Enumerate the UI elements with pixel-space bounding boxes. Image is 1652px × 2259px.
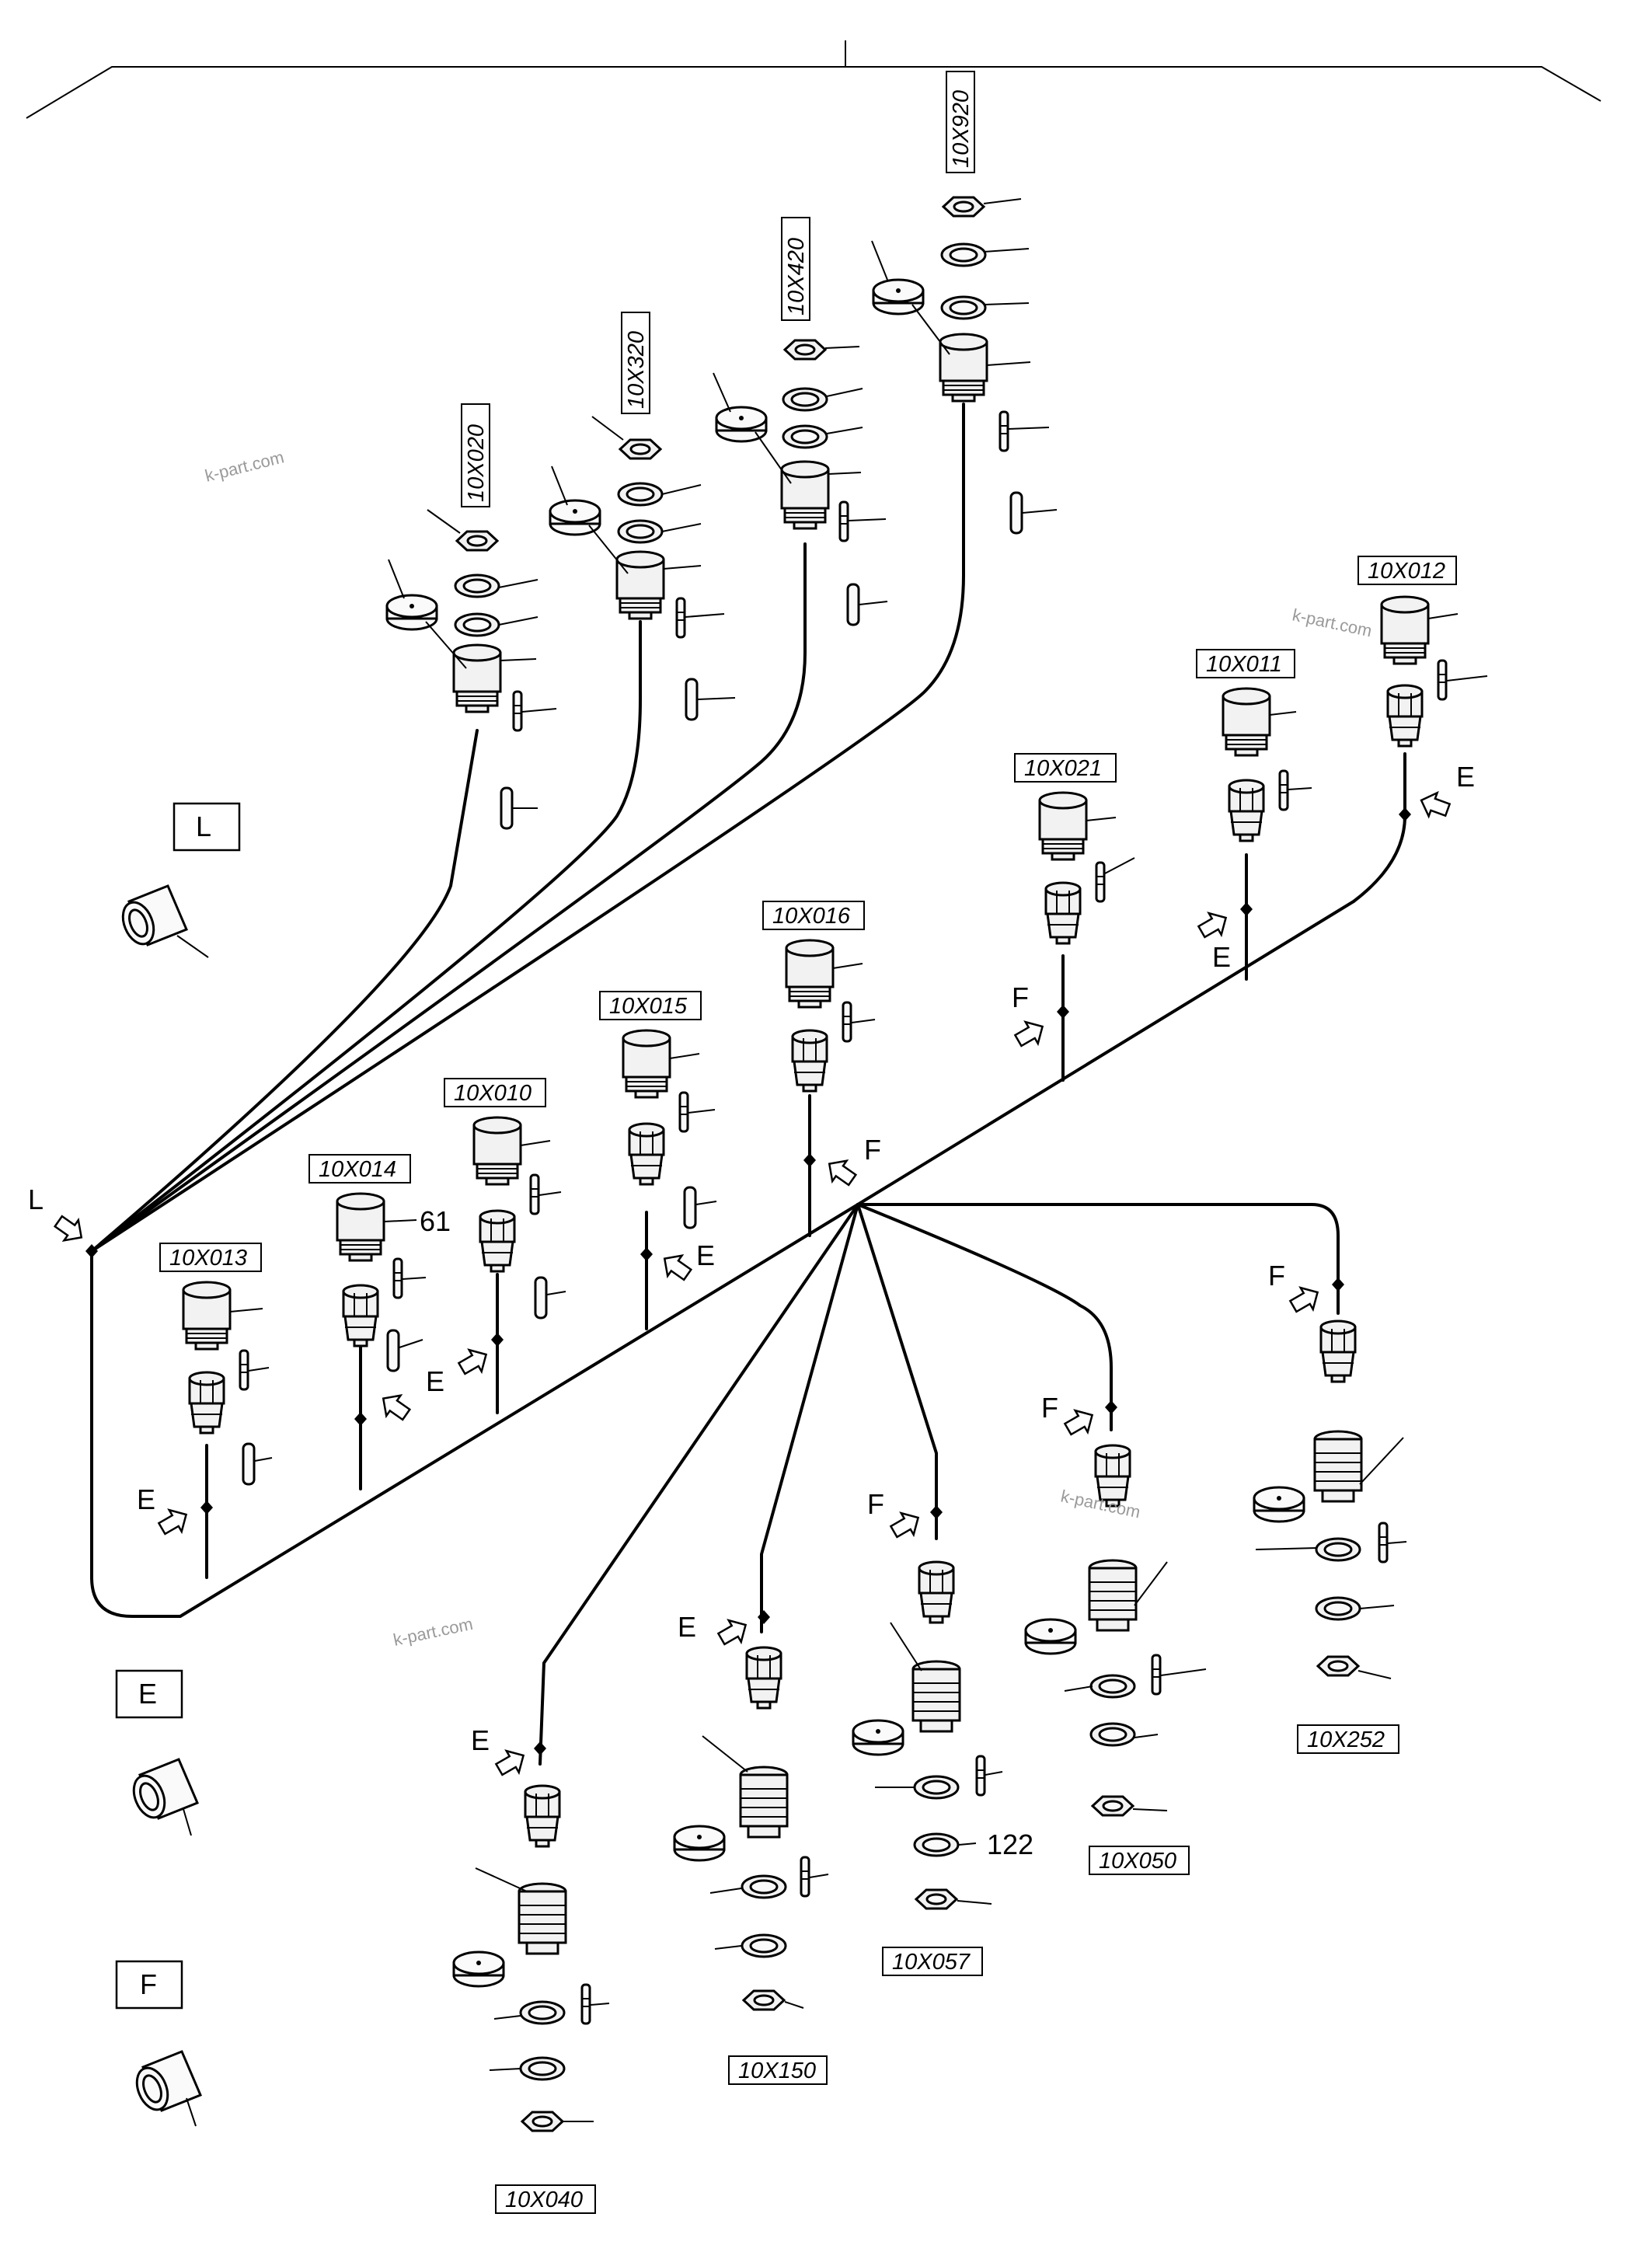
connector-label-10x920: 10X920 [949,90,974,168]
pointer-E6: E [678,1611,696,1643]
connector-10x050[interactable]: 10X050 [1024,1444,1207,1875]
pointer-F5: F [867,1488,884,1520]
detail-L: L [116,802,241,958]
connector-10x252[interactable]: 10X252 [1253,1319,1407,1754]
detail-F: F [115,1960,202,2127]
pointer-E2: E [1212,941,1231,973]
connector-10x011[interactable]: 10X011 [1196,649,1312,842]
pointer-F1: F [1012,981,1029,1013]
connector-label-10x015: 10X015 [609,994,688,1019]
detail-E: E [115,1669,199,1836]
connector-label-10x050: 10X050 [1099,1849,1176,1874]
harness-wires [90,403,1406,1766]
connector-label-10x040: 10X040 [505,2188,583,2212]
connector-label-10x252: 10X252 [1307,1727,1385,1752]
connector-label-10x021: 10X021 [1024,756,1102,781]
connector-label-10x057: 10X057 [892,1950,971,1975]
watermarks: k-part.com k-part.com k-part.com k-part.… [203,447,1374,1649]
callout-61: 61 [420,1205,451,1237]
connector-label-10x014: 10X014 [319,1157,396,1182]
detail-box-E: E [138,1678,157,1710]
connector-10x013[interactable]: 10X013 [159,1243,273,1486]
connector-10x014[interactable]: 10X014 61 [308,1154,451,1372]
connector-label-10x012: 10X012 [1368,559,1445,584]
connector-10x420[interactable]: 10X420 [713,217,888,626]
connector-10x320[interactable]: 10X320 [549,312,736,721]
pointer-F4: F [1041,1392,1058,1424]
connector-label-10x011: 10X011 [1206,652,1282,677]
connector-label-10x320: 10X320 [624,331,649,409]
connector-10x040[interactable]: 10X040 [452,1784,610,2214]
pointer-E5: E [137,1483,155,1515]
pointer-E4: E [426,1365,444,1397]
callout-122: 122 [987,1828,1033,1860]
watermark-2: k-part.com [1291,605,1374,640]
connector-10x015[interactable]: 10X015 [599,991,717,1229]
watermark-1: k-part.com [203,447,286,485]
connector-label-10x020: 10X020 [464,424,489,502]
connector-10x150[interactable]: 10X150 [673,1646,829,2085]
frame-top [26,40,1601,119]
pointer-E1: E [1456,761,1475,793]
connector-10x021[interactable]: 10X021 [1014,753,1135,945]
pointer-E7: E [471,1724,490,1756]
pointer-F2: F [864,1134,881,1166]
connector-10x020[interactable]: 10X020 [385,403,557,830]
connector-label-10x013: 10X013 [169,1246,247,1271]
watermark-4: k-part.com [392,1614,475,1650]
pointer-L: L [28,1184,44,1215]
connector-10x010[interactable]: 10X010 [444,1078,566,1319]
pointer-arrows: L E E F F E E E F F F E E [28,761,1475,1782]
detail-box-L: L [196,811,211,842]
connector-label-10x016: 10X016 [772,904,851,929]
pointer-E3: E [696,1239,715,1271]
pointer-F3: F [1268,1260,1285,1292]
connector-10x920[interactable]: 10X920 [871,71,1058,535]
connector-label-10x150: 10X150 [738,2059,816,2083]
connector-10x057[interactable]: 122 10X057 [852,1560,1033,1976]
connector-10x012[interactable]: 10X012 [1357,556,1488,748]
connector-label-10x010: 10X010 [454,1081,531,1106]
connector-label-10x420: 10X420 [784,238,809,315]
detail-box-F: F [140,1968,157,2000]
connector-10x016[interactable]: 10X016 [762,901,876,1093]
